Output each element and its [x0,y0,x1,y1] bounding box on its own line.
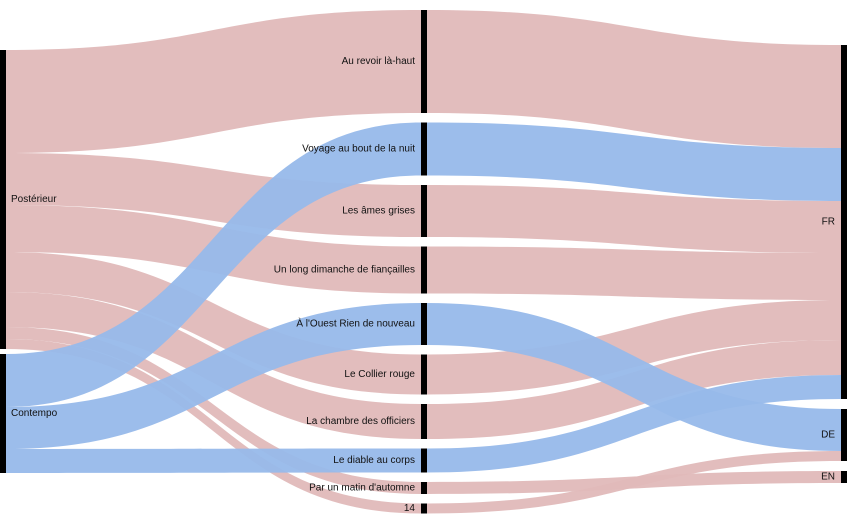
flow-cont-to-m8 [6,448,421,473]
flow-m9-to-en [427,471,841,494]
node-label-le-diable-au-corps: Le diable au corps [333,455,415,466]
flows-layer [6,10,841,514]
flow-m4-to-fr [427,246,841,300]
node-en [841,471,847,483]
node-au-revoir-la-haut [421,10,427,113]
node-le-diable-au-corps [421,448,427,473]
node-label-en: EN [821,472,835,483]
node-les-ames-grises [421,185,427,237]
flow-m5-to-de [427,303,841,451]
node-label-les-ames-grises: Les âmes grises [342,206,415,217]
node-label-contempo: Contempo [11,408,58,419]
node-de [841,409,847,461]
node-label-au-revoir-la-haut: Au revoir là-haut [342,56,416,67]
node-label-fr: FR [822,217,835,228]
node-label-le-collier-rouge: Le Collier rouge [344,369,415,380]
flow-post-to-m6 [6,252,421,395]
flow-m3-to-fr [427,185,841,253]
node-label-de: DE [821,430,835,441]
flow-cont-to-m2 [6,122,421,407]
node-un-long-dimanche-de-fiancailles [421,246,427,294]
node-le-collier-rouge [421,354,427,395]
flow-m2-to-fr [427,122,841,201]
flow-m1-to-fr [427,10,841,148]
node-label-par-un-matin-d-automne: Par un matin d'automne [309,483,415,494]
flow-post-to-m9 [6,327,421,494]
node-posterieur [0,50,6,349]
flow-post-to-m10 [6,339,421,514]
node-par-un-matin-d-automne [421,482,427,494]
node-label-14: 14 [404,503,416,514]
node-fr [841,45,847,399]
flow-m6-to-fr [427,300,841,395]
node-voyage-au-bout-de-la-nuit [421,122,427,176]
node-label-a-l-ouest-rien-de-nouveau: À l'Ouest Rien de nouveau [296,317,415,330]
node-14 [421,503,427,514]
flow-post-to-m1 [6,10,421,153]
node-a-l-ouest-rien-de-nouveau [421,303,427,345]
flow-post-to-m3 [6,153,421,237]
node-label-posterieur: Postérieur [11,194,57,205]
node-label-un-long-dimanche-de-fiancailles: Un long dimanche de fiançailles [274,265,415,276]
flow-cont-to-m5 [6,303,421,449]
node-label-voyage-au-bout-de-la-nuit: Voyage au bout de la nuit [302,144,415,155]
node-contempo [0,354,6,473]
nodes-layer [0,10,847,514]
node-la-chambre-des-officiers [421,404,427,439]
node-label-la-chambre-des-officiers: La chambre des officiers [306,416,415,427]
